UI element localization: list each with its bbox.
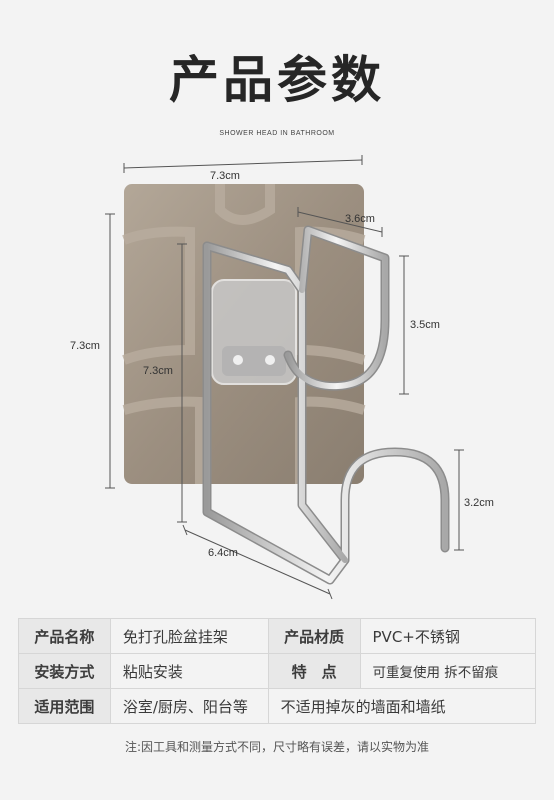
spec-label-material: 产品材质 [267,618,361,654]
dim-left-height: 7.3cm [70,340,100,352]
dim-inner-height: 7.3cm [143,365,173,377]
spec-row: 安装方式 粘贴安装 特 点 可重复使用 拆不留痕 [18,653,537,689]
spec-value-name: 免打孔脸盆挂架 [109,618,269,654]
dim-lower-hook-height: 3.2cm [464,497,494,509]
wire-rack [204,227,448,583]
page-title: 产品参数 [169,51,385,109]
spec-row: 产品名称 免打孔脸盆挂架 产品材质 PVC+不锈钢 [18,618,537,654]
spec-label-scope: 适用范围 [18,688,111,724]
spec-label-name: 产品名称 [18,618,111,654]
spec-value-restriction: 不适用掉灰的墙面和墙纸 [267,688,537,724]
dim-hook-width: 3.6cm [345,213,375,225]
spec-value-scope: 浴室/厨房、阳台等 [109,688,269,724]
product-diagram: 7.3cm 7.3cm 7.3cm 3.6cm 3.5cm 3.2cm 6.4c… [0,150,554,600]
dim-depth: 6.4cm [208,547,238,559]
footer-note: 注:因工具和测量方式不同，尺寸略有误差，请以实物为准 [124,740,430,754]
spec-label-feature: 特 点 [267,653,361,689]
spec-value-install: 粘贴安装 [109,653,269,689]
dim-top-width: 7.3cm [210,170,240,182]
spec-value-material: PVC+不锈钢 [359,618,537,654]
spec-value-feature: 可重复使用 拆不留痕 [359,653,537,689]
spec-label-install: 安装方式 [18,653,111,689]
spec-table: 产品名称 免打孔脸盆挂架 产品材质 PVC+不锈钢 安装方式 粘贴安装 特 点 … [18,618,537,724]
dim-hook-height: 3.5cm [410,319,440,331]
spec-row: 适用范围 浴室/厨房、阳台等 不适用掉灰的墙面和墙纸 [18,688,537,724]
page-subtitle: SHOWER HEAD IN BATHROOM [219,130,335,137]
dimension-lines [105,155,464,600]
product-illustration [105,155,464,600]
